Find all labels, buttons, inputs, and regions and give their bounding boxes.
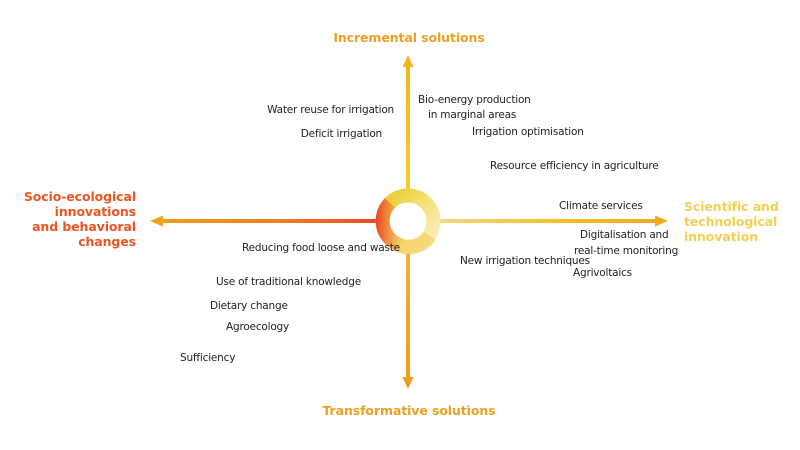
axis-title-left-line-1: Socio-ecological <box>23 189 136 204</box>
label-agroecology: Agroecology <box>226 321 290 333</box>
axis-down-arrowhead <box>402 377 414 389</box>
label-resource-efficiency: Resource efficiency in agriculture <box>490 160 659 172</box>
label-sufficiency: Sufficiency <box>180 352 236 364</box>
center-ring-lower-segment <box>392 231 436 255</box>
center-ring-warm-segment <box>375 198 403 252</box>
axis-title-scientific: Scientific and technological innovation <box>684 199 779 244</box>
label-agrivoltaics: Agrivoltaics <box>573 267 632 279</box>
label-dietary-change: Dietary change <box>210 300 288 312</box>
axis-left-arrowhead <box>150 215 163 227</box>
axis-title-right-line-1: Scientific and <box>684 199 779 214</box>
axis-title-left-line-3: and behavioral <box>32 219 136 234</box>
axis-title-transformative: Transformative solutions <box>322 403 496 418</box>
label-irrigation-optimisation: Irrigation optimisation <box>472 126 584 138</box>
axis-up-arrowhead <box>402 55 414 67</box>
axis-title-right-line-3: innovation <box>684 229 759 244</box>
axis-title-right-line-2: technological <box>684 214 778 229</box>
axis-title-incremental: Incremental solutions <box>333 30 485 45</box>
label-bio-energy-line-2: in marginal areas <box>428 109 517 121</box>
label-digitalisation-line-1: Digitalisation and <box>580 229 669 241</box>
label-reducing-food-waste: Reducing food loose and waste <box>242 242 400 254</box>
axis-title-socio-ecological: Socio-ecological innovations and behavio… <box>24 189 136 249</box>
label-traditional-knowledge: Use of traditional knowledge <box>216 276 361 288</box>
label-new-irrigation-techniques: New irrigation techniques <box>460 255 590 267</box>
label-climate-services: Climate services <box>559 200 643 212</box>
label-deficit-irrigation: Deficit irrigation <box>300 128 382 140</box>
label-bio-energy-line-1: Bio-energy production <box>418 94 531 106</box>
label-digitalisation-line-2: real-time monitoring <box>574 245 679 257</box>
axis-title-left-line-2: innovations <box>54 204 136 219</box>
axis-right-arrowhead <box>655 215 668 227</box>
axis-title-left-line-4: changes <box>78 234 136 249</box>
label-water-reuse: Water reuse for irrigation <box>267 104 394 116</box>
